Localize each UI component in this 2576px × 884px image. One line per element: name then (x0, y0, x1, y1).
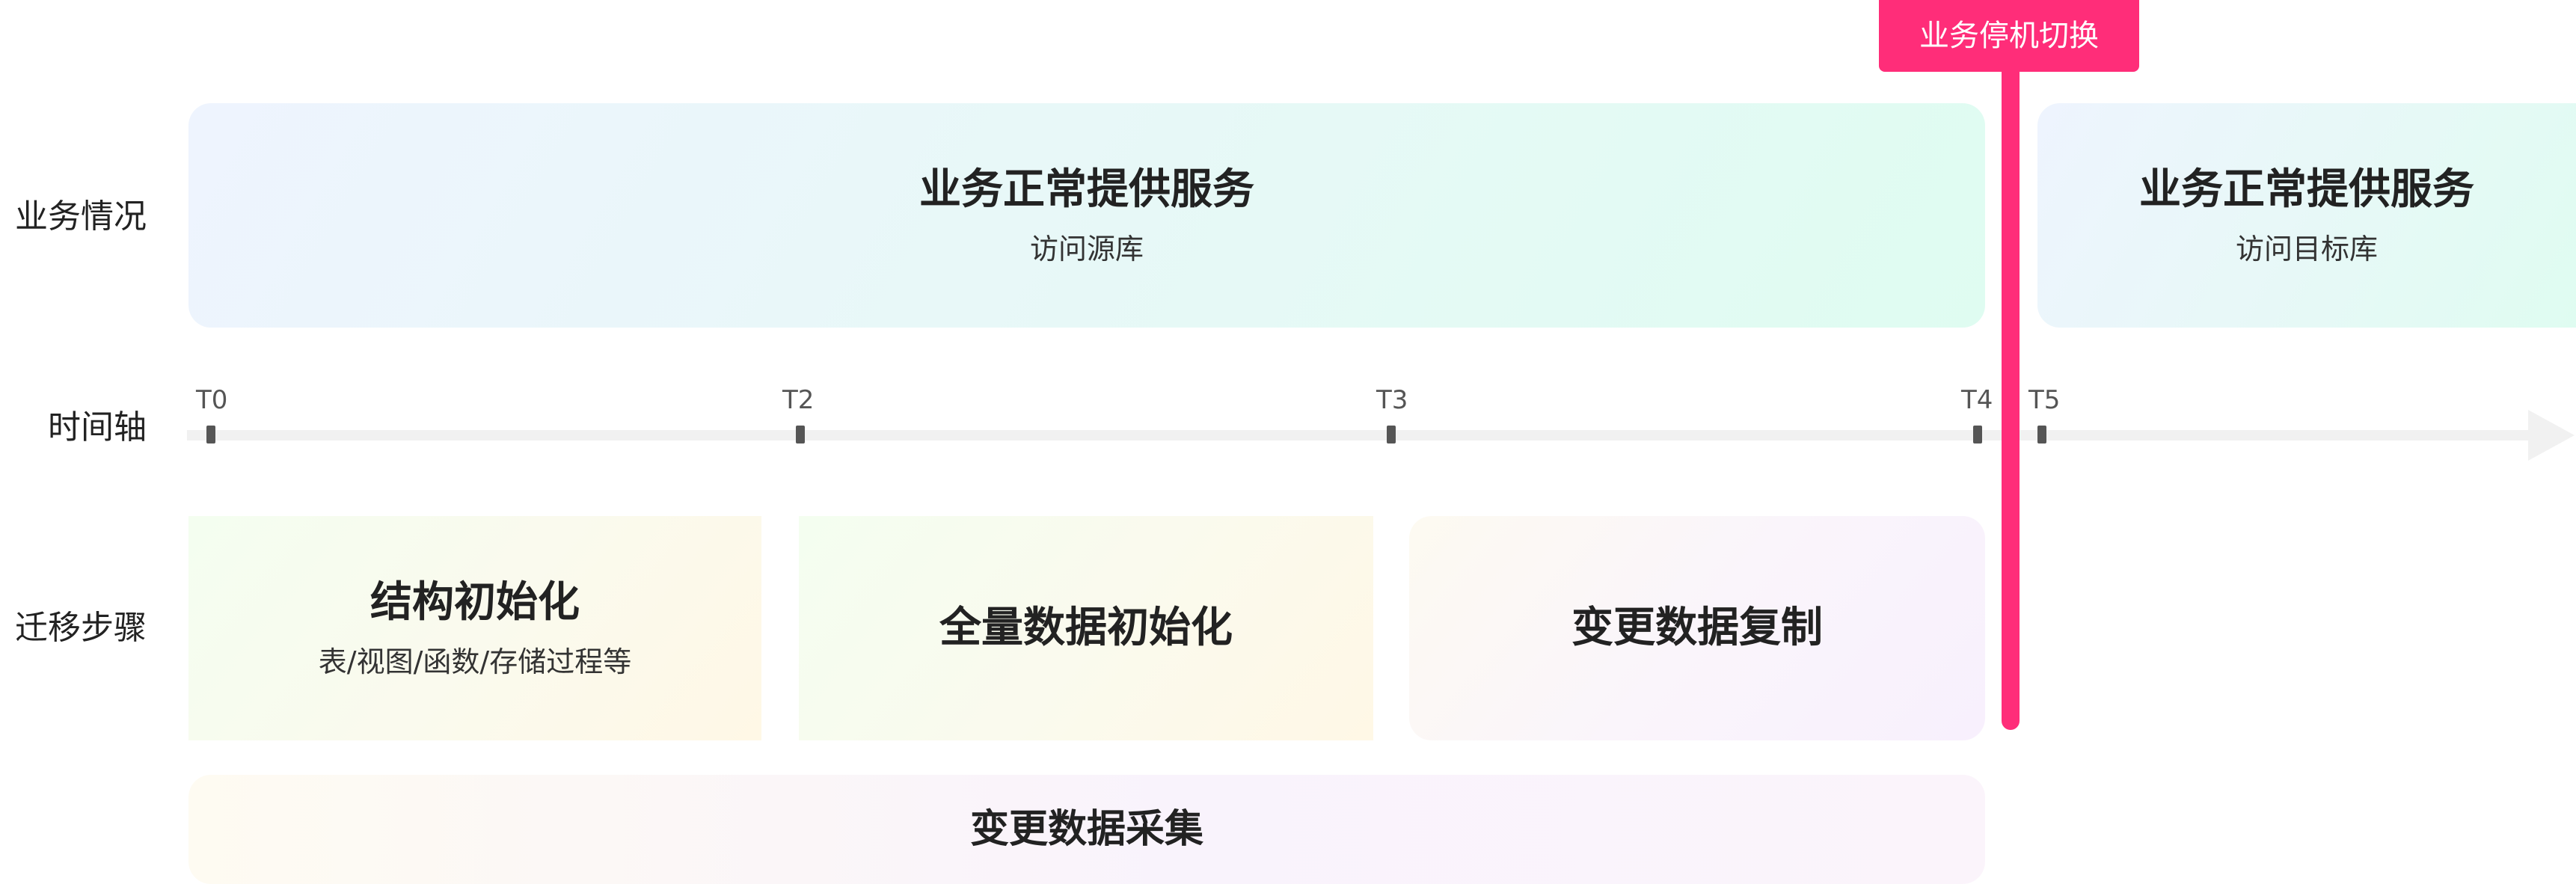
business-before-switch-box: 业务正常提供服务 访问源库 (188, 103, 1985, 328)
tick-t0-label: T0 (196, 385, 228, 415)
business-after-switch-box: 业务正常提供服务 访问目标库 (2037, 103, 2576, 328)
switchover-tag: 业务停机切换 (1879, 0, 2139, 72)
row-label-timeline: 时间轴 (48, 408, 147, 446)
step-change-collection-title: 变更数据采集 (969, 806, 1203, 852)
tick-t4-marker (1973, 426, 1982, 443)
step-schema-init-title: 结构初始化 (370, 577, 580, 627)
tick-t2-label: T2 (782, 385, 815, 415)
tick-t3-label: T3 (1376, 385, 1408, 415)
business-after-title: 业务正常提供服务 (2139, 165, 2474, 214)
switchover-line (2002, 45, 2020, 730)
tick-t5-marker (2037, 426, 2046, 443)
business-before-title: 业务正常提供服务 (919, 165, 1254, 214)
step-change-replication-title: 变更数据复制 (1571, 604, 1823, 653)
step-change-collection-box: 变更数据采集 (188, 775, 1985, 884)
tick-t4-label: T4 (1961, 385, 1993, 415)
row-label-steps: 迁移步骤 (15, 609, 147, 647)
tick-t2-marker (796, 426, 805, 443)
step-schema-init-subtitle: 表/视图/函数/存储过程等 (318, 645, 632, 678)
tick-t5-label: T5 (2028, 385, 2061, 415)
step-change-replication-box: 变更数据复制 (1409, 516, 1985, 740)
tick-t3-marker (1387, 426, 1396, 443)
timeline-arrow-icon (2528, 410, 2575, 461)
business-before-subtitle: 访问源库 (1029, 232, 1144, 265)
timeline-axis (187, 430, 2536, 441)
step-schema-init-box: 结构初始化 表/视图/函数/存储过程等 (188, 516, 761, 740)
row-label-business: 业务情况 (15, 197, 147, 236)
business-after-subtitle: 访问目标库 (2235, 232, 2378, 265)
step-full-data-init-title: 全量数据初始化 (939, 604, 1233, 653)
step-full-data-init-box: 全量数据初始化 (799, 516, 1373, 740)
tick-t0-marker (206, 426, 215, 443)
